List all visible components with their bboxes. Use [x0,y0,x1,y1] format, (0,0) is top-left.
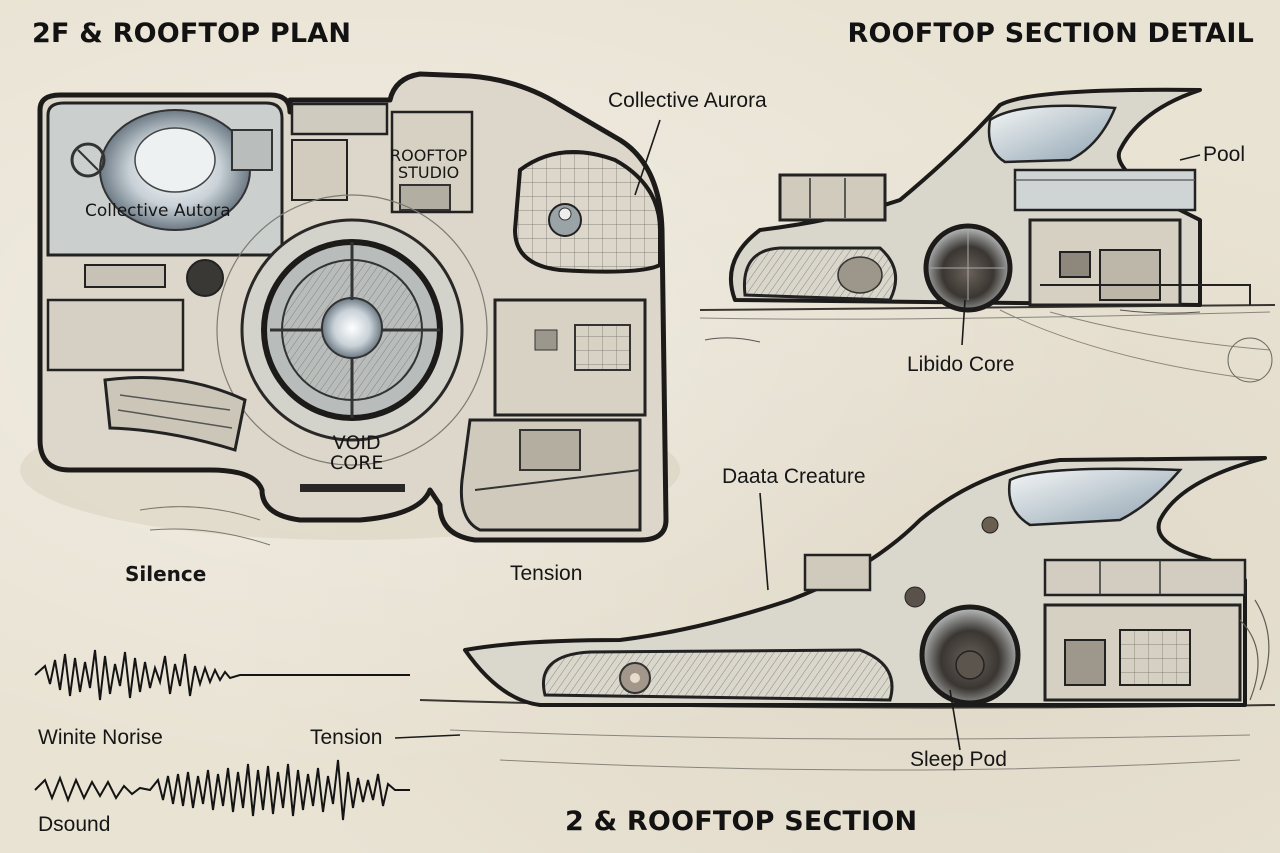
label-white-noise: Winite Norise [38,726,163,749]
leader-collective-aurora [634,119,661,196]
section-heading: 2 & ROOFTOP SECTION [565,806,918,837]
label-tension-plan: Tension [510,562,583,585]
label-dsound: Dsound [38,813,111,836]
detail-heading: ROOFTOP SECTION DETAIL [847,18,1254,49]
room-void-core: VOID CORE [330,432,384,474]
leader-libido-core [961,299,966,346]
waveform-white-noise [34,649,410,701]
label-libido-core: Libido Core [907,353,1015,376]
label-tension-sound: Tension [310,726,383,749]
leader-data-creature [759,492,769,591]
label-data-creature: Daata Creature [722,465,866,488]
label-silence: Silence [125,562,207,586]
label-collective-aurora: Collective Aurora [608,89,767,112]
leader-pool [1179,154,1201,161]
leader-sleep-pod [949,689,961,751]
rooftop-section-detail [699,87,1276,383]
plan-heading: 2F & ROOFTOP PLAN [32,18,352,49]
room-collective-autora: Collective Autora [85,201,231,221]
leader-tension [394,734,461,739]
floor-plan [20,71,680,546]
room-rooftop-studio: ROOFTOP STUDIO [390,146,468,182]
label-sleep-pod: Sleep Pod [910,748,1007,771]
waveform-dsound [34,759,410,821]
label-pool: Pool [1203,143,1246,166]
rooftop-section [419,456,1276,771]
